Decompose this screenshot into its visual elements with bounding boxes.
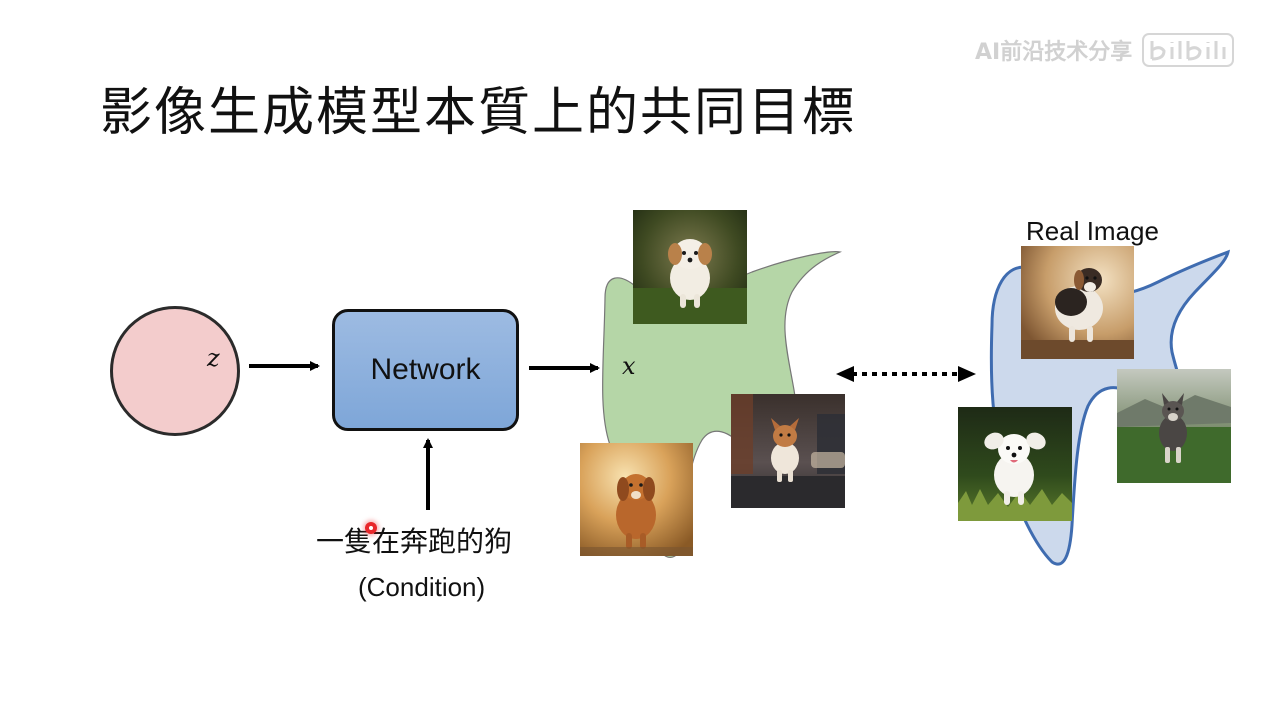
real-dog-photo-2 [1117, 369, 1231, 483]
bidirectional-dotted-arrow [836, 366, 976, 382]
real-dog-photo-3 [958, 407, 1072, 521]
generated-dog-photo-3 [580, 443, 693, 556]
watermark: AI前沿技术分享 [975, 30, 1235, 70]
bilibili-logo-icon [1142, 33, 1235, 67]
laser-pointer-cursor [365, 522, 377, 534]
slide-title: 影像生成模型本質上的共同目標 [100, 83, 857, 143]
output-variable-x: x [622, 352, 636, 380]
watermark-text: AI前沿技术分享 [975, 40, 1133, 65]
generated-dog-photo-1 [633, 210, 747, 324]
network-box: Network [332, 309, 519, 431]
condition-label: (Condition) [358, 572, 486, 602]
latent-circle [110, 306, 240, 436]
network-label: Network [370, 353, 481, 386]
condition-text: 一隻在奔跑的狗 [316, 525, 513, 558]
generated-dog-photo-2 [731, 394, 845, 508]
real-image-label: Real Image [1026, 216, 1159, 246]
real-dog-photo-1 [1021, 246, 1134, 359]
latent-variable-z: z [207, 344, 220, 372]
